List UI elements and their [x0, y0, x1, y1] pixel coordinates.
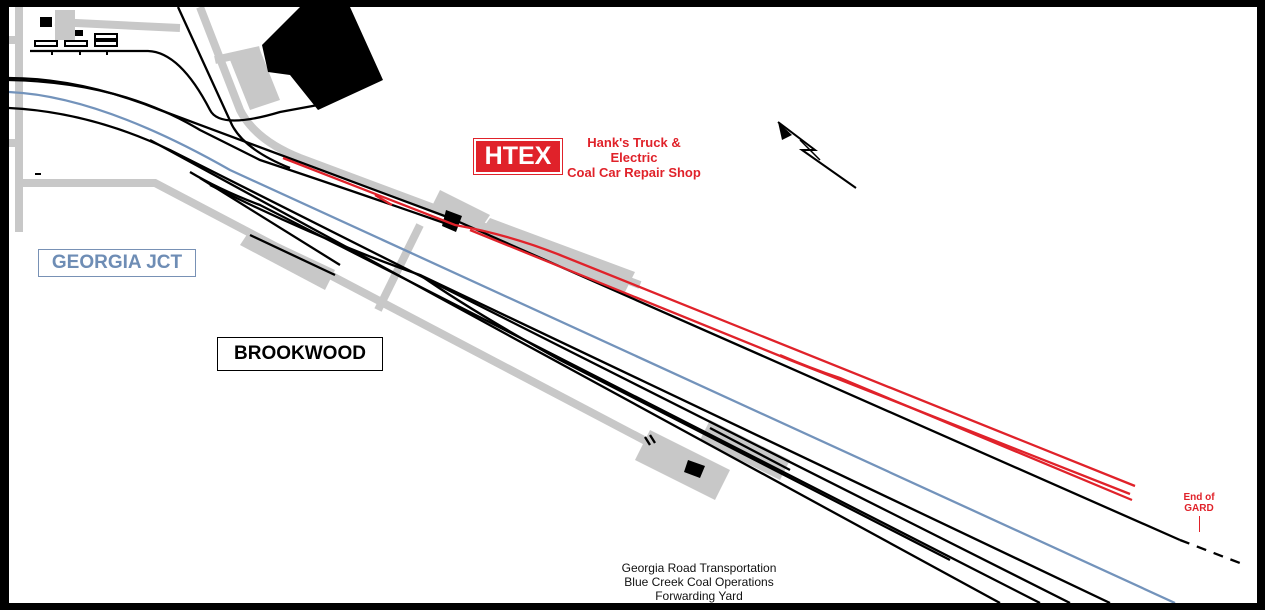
hanks-shop-label: Hank's Truck & Electric Coal Car Repair …: [554, 135, 714, 180]
end-of-gard-label: End of GARD: [1174, 492, 1224, 532]
platform-shop: [430, 190, 490, 230]
end-of-gard-line: End of: [1183, 492, 1215, 503]
platform-yard: [635, 430, 730, 500]
platform-brookwood: [240, 230, 335, 290]
track-diagonal: [176, 7, 291, 170]
building-dark: [684, 460, 705, 478]
yard-caption-line: Blue Creek Coal Operations: [624, 575, 774, 589]
htex-logo: HTEX: [473, 138, 563, 175]
building-small: [40, 17, 52, 27]
hanks-shop-line: Coal Car Repair Shop: [567, 165, 701, 180]
track-siding: [1179, 538, 1246, 567]
htex-spur: [374, 194, 393, 206]
track-yard-1: [149, 138, 1001, 603]
north-arrow-icon: [777, 121, 857, 189]
yard-caption: Georgia Road Transportation Blue Creek C…: [599, 561, 799, 603]
yard-caption-line: Forwarding Yard: [655, 589, 743, 603]
htex-track-3: [779, 353, 1133, 502]
track-siding: [644, 434, 656, 446]
hanks-shop-line: Hank's Truck &: [587, 135, 681, 150]
building-small: [75, 30, 83, 36]
end-of-gard-line: GARD: [1184, 503, 1214, 514]
track-yard-2: [189, 171, 1041, 603]
htex-tracks: [282, 156, 1136, 502]
track-spur-top: [30, 49, 319, 122]
roads: [9, 7, 722, 484]
coal-building: [262, 7, 383, 110]
georgia-jct-label: GEORGIA JCT: [38, 249, 196, 277]
road-left-horizontal: [9, 36, 19, 147]
hanks-shop-line: Electric: [610, 150, 658, 165]
yard-caption-line: Georgia Road Transportation: [621, 561, 777, 575]
htex-track-1: [282, 156, 1136, 488]
lot-building: [230, 50, 280, 110]
road-lot: [214, 46, 261, 64]
track-diagram: [9, 7, 1246, 603]
road-top: [54, 18, 181, 32]
track-main-south: [9, 106, 1071, 603]
track-yard-5: [419, 274, 951, 562]
end-marker: [1198, 516, 1200, 532]
track-yard-4: [209, 183, 1111, 603]
track-yard-6: [249, 233, 336, 277]
brookwood-label: BROOKWOOD: [217, 337, 383, 371]
tracks: [9, 7, 1246, 603]
road-upper: [196, 7, 642, 289]
track-map: HTEX Hank's Truck & Electric Coal Car Re…: [9, 7, 1257, 603]
mainline-blue: [9, 90, 1176, 603]
lot-top-left: [55, 10, 75, 40]
road-lower: [19, 179, 722, 484]
track-siding: [709, 426, 791, 472]
